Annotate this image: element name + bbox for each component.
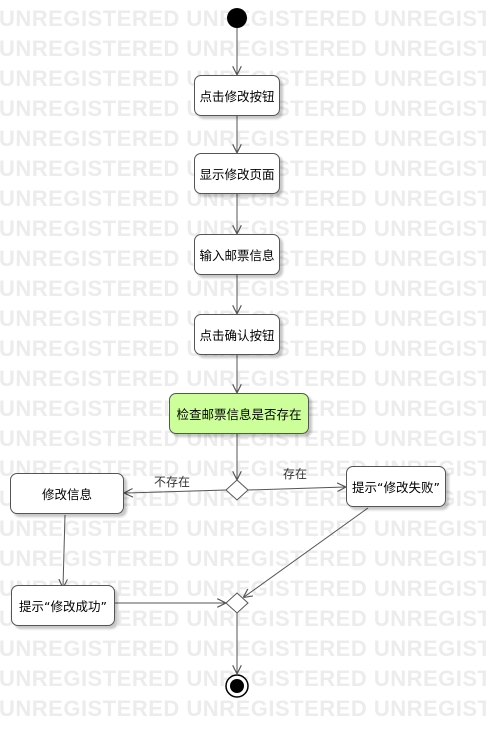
final-node: [225, 674, 249, 698]
edge-decision-to-prompt-fail: [247, 487, 345, 490]
edge-label-not-exists: 不存在: [154, 475, 191, 489]
action-click-edit-button[interactable]: 点击修改按钮: [194, 75, 280, 116]
action-prompt-edit-failed[interactable]: 提示“修改失败”: [346, 466, 446, 507]
edge-decision-to-modify-info: [125, 490, 227, 493]
edge-modify-info-to-prompt-success: [63, 514, 65, 587]
edge-prompt-fail-to-merge: [244, 507, 369, 597]
action-check-stamp-exists[interactable]: 检查邮票信息是否存在: [169, 393, 309, 434]
action-modify-info[interactable]: 修改信息: [10, 473, 124, 514]
decision-diamond: [225, 479, 249, 501]
action-input-stamp-info[interactable]: 输入邮票信息: [194, 234, 280, 275]
edge-label-exists: 存在: [283, 467, 308, 481]
action-prompt-edit-success[interactable]: 提示“修改成功”: [11, 585, 115, 626]
action-show-edit-page[interactable]: 显示修改页面: [194, 153, 280, 194]
initial-node: [227, 8, 247, 28]
action-click-confirm-button[interactable]: 点击确认按钮: [194, 314, 280, 355]
